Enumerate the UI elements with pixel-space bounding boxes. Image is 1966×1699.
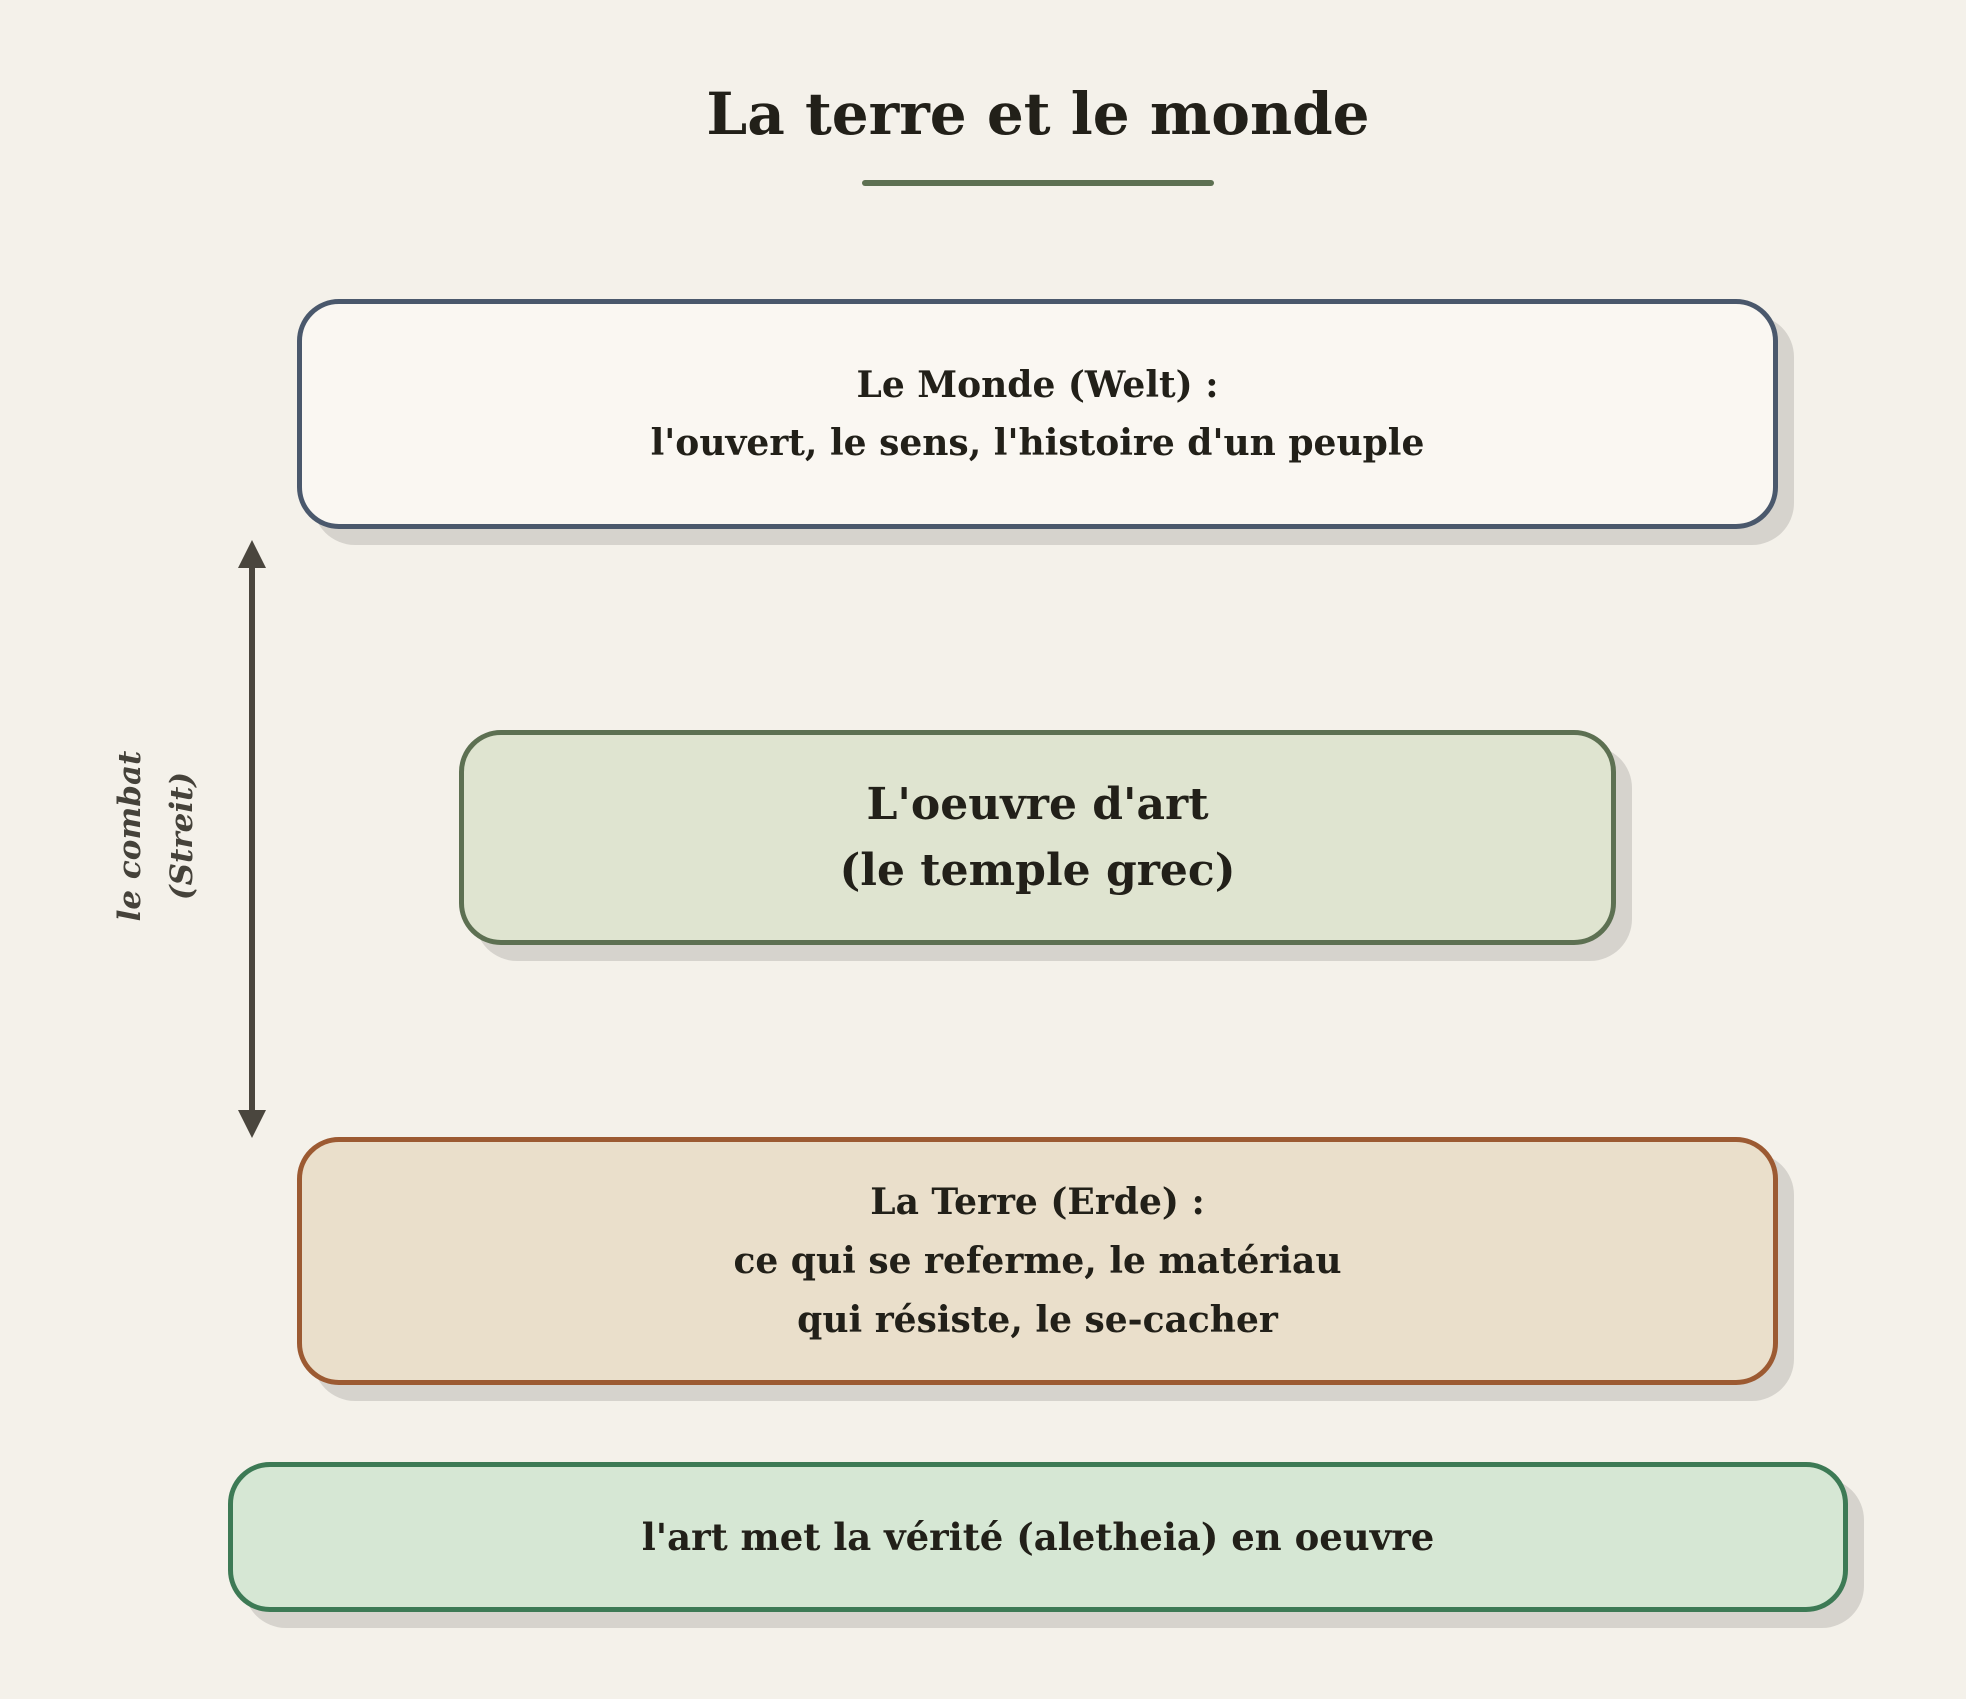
diagram-title: La terre et le monde [706,80,1370,148]
arrow-head-down [238,1110,266,1138]
truth-box: l'art met la vérité (aletheia) en oeuvre [228,1462,1848,1612]
earth-box-description-line2: qui résiste, le se-cacher [797,1298,1278,1341]
world-box-description: l'ouvert, le sens, l'histoire d'un peupl… [650,422,1425,464]
earth-box: La Terre (Erde) : ce qui se referme, le … [297,1137,1778,1385]
world-box: Le Monde (Welt) : l'ouvert, le sens, l'h… [297,299,1778,529]
combat-label-line2: (Streit) [164,771,200,901]
double-arrow-icon [238,540,266,1138]
combat-label-line1: le combat [112,750,148,922]
earth-box-description-line1: ce qui se referme, le matériau [733,1239,1342,1282]
earth-box-heading: La Terre (Erde) : [870,1180,1205,1223]
truth-box-text: l'art met la vérité (aletheia) en oeuvre [641,1515,1435,1559]
title-underline [862,180,1214,186]
artwork-box-heading: L'oeuvre d'art [866,778,1209,830]
artwork-box-example: (le temple grec) [839,844,1236,896]
arrow-head-up [238,540,266,568]
world-box-heading: Le Monde (Welt) : [856,364,1219,406]
artwork-box: L'oeuvre d'art (le temple grec) [459,730,1616,945]
